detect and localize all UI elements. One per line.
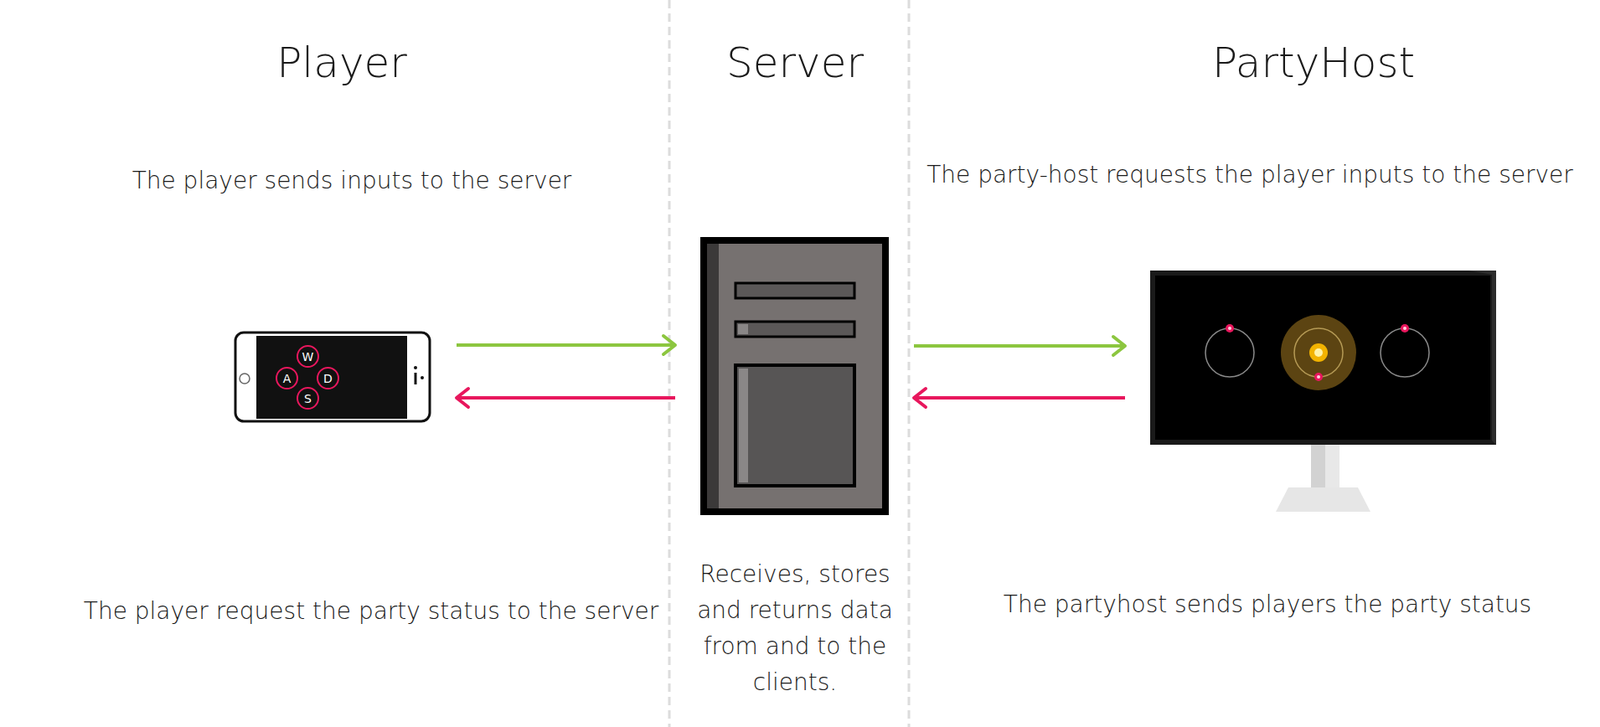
flow-arrow bbox=[456, 335, 676, 355]
description: Receives, stores and returns data from a… bbox=[696, 556, 894, 701]
flow-arrow bbox=[913, 336, 1126, 356]
server-illustration bbox=[700, 237, 889, 516]
key-label: W bbox=[302, 350, 315, 363]
arrow-head bbox=[456, 388, 469, 408]
server-panel bbox=[735, 365, 855, 486]
server-tower: ServerReceives, stores and returns data … bbox=[700, 237, 889, 516]
orbit bbox=[1205, 328, 1255, 377]
player-dot-core bbox=[1316, 375, 1321, 379]
monitor-bezel bbox=[1150, 270, 1497, 445]
server-face bbox=[707, 243, 883, 509]
player-dot bbox=[1400, 324, 1410, 333]
arrow-line bbox=[913, 344, 1126, 348]
arrow-line bbox=[456, 396, 676, 400]
orbit bbox=[1294, 328, 1343, 377]
player-dot bbox=[1314, 372, 1323, 382]
phone-device: WADSPlayerThe player sends inputs to the… bbox=[233, 330, 432, 424]
key-button: S bbox=[296, 387, 320, 410]
arrow-head bbox=[913, 388, 926, 408]
key-label: A bbox=[283, 372, 292, 385]
arrow-line bbox=[913, 396, 1126, 400]
server-frame bbox=[700, 237, 889, 516]
key-label: S bbox=[304, 392, 312, 405]
phone-illustration bbox=[233, 330, 432, 424]
server-side bbox=[707, 243, 719, 509]
description: The player sends inputs to the server bbox=[132, 165, 573, 197]
description: The player request the party status to t… bbox=[83, 596, 659, 627]
panel-highlight bbox=[738, 368, 749, 483]
monitor-screen: PartyHostThe party-host requests the pla… bbox=[1150, 270, 1497, 512]
player-dot bbox=[1225, 324, 1234, 333]
drive-slot bbox=[735, 321, 855, 337]
phone-body bbox=[235, 332, 430, 422]
separator bbox=[908, 0, 911, 727]
sun-halo bbox=[1280, 314, 1357, 391]
player-dot-core bbox=[1403, 326, 1407, 331]
column-title: Server bbox=[726, 36, 864, 91]
phone-screen bbox=[256, 335, 408, 419]
arrow-head bbox=[663, 335, 676, 355]
description: The party-host requests the player input… bbox=[926, 160, 1574, 191]
description: The partyhost sends players the party st… bbox=[1003, 589, 1532, 620]
column-title: Player bbox=[276, 36, 408, 91]
drive-slot bbox=[735, 283, 855, 299]
sensor-dot bbox=[420, 376, 424, 380]
monitor-display bbox=[1155, 275, 1491, 440]
monitor-illustration bbox=[1150, 270, 1497, 512]
key-button: A bbox=[275, 366, 299, 390]
key-button: D bbox=[316, 366, 340, 390]
camera-dot bbox=[413, 366, 418, 370]
orbit bbox=[1380, 328, 1430, 377]
key-label: D bbox=[323, 372, 333, 385]
sun bbox=[1309, 343, 1328, 362]
monitor-neck bbox=[1310, 444, 1340, 488]
flow-arrow bbox=[456, 388, 676, 408]
monitor-base bbox=[1275, 487, 1371, 512]
player-dot-core bbox=[1228, 326, 1232, 331]
separator bbox=[668, 0, 671, 727]
monitor-neck-light bbox=[1325, 444, 1340, 488]
sun-core bbox=[1314, 348, 1323, 357]
column-title: PartyHost bbox=[1212, 36, 1415, 91]
speaker bbox=[414, 372, 418, 385]
key-button: W bbox=[296, 345, 320, 368]
flow-arrow bbox=[913, 388, 1126, 408]
slot-light bbox=[738, 324, 749, 335]
arrow-line bbox=[456, 343, 676, 347]
home-button bbox=[239, 373, 250, 384]
arrow-head bbox=[1113, 336, 1126, 356]
